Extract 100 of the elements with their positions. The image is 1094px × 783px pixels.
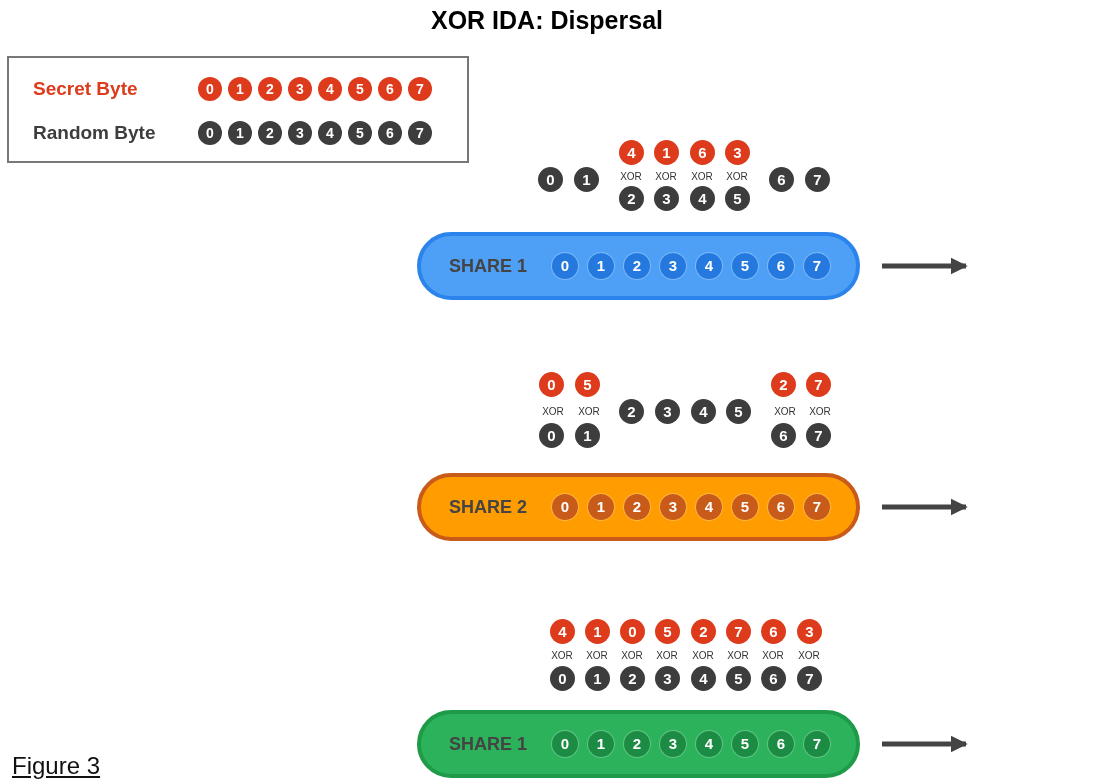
byte-circle: 7 <box>804 731 830 757</box>
operator-label: XOR <box>542 405 564 417</box>
byte-circle: 1 <box>575 423 600 448</box>
byte-circle: 7 <box>804 494 830 520</box>
operator-label: XOR <box>691 170 713 182</box>
operator-label: XOR <box>726 170 748 182</box>
byte-circle: 5 <box>726 399 751 424</box>
diagram-title: XOR IDA: Dispersal <box>430 6 664 35</box>
byte-circle: 6 <box>690 140 715 165</box>
legend-byte-circle: 0 <box>198 77 222 101</box>
operator-label: XOR <box>774 405 796 417</box>
byte-circle: 1 <box>574 167 599 192</box>
legend-byte-circle: 4 <box>318 121 342 145</box>
byte-circle: 7 <box>797 666 822 691</box>
byte-circle: 6 <box>771 423 796 448</box>
byte-circle: 2 <box>620 666 645 691</box>
byte-circle: 3 <box>797 619 822 644</box>
operator-label: XOR <box>656 649 678 661</box>
legend-byte-circle: 2 <box>258 77 282 101</box>
byte-circle: 0 <box>539 372 564 397</box>
legend-byte-circle: 6 <box>378 121 402 145</box>
byte-circle: 7 <box>806 423 831 448</box>
byte-circle: 4 <box>696 731 722 757</box>
legend-byte-circle: 4 <box>318 77 342 101</box>
operator-label: XOR <box>692 649 714 661</box>
byte-circle: 0 <box>552 731 578 757</box>
byte-circle: 1 <box>654 140 679 165</box>
byte-circle: 0 <box>539 423 564 448</box>
byte-circle: 6 <box>769 167 794 192</box>
byte-circle: 6 <box>761 619 786 644</box>
byte-circle: 2 <box>619 186 644 211</box>
byte-circle: 5 <box>725 186 750 211</box>
arrow <box>882 735 968 753</box>
byte-circle: 6 <box>761 666 786 691</box>
operator-label: XOR <box>798 649 820 661</box>
byte-circle: 3 <box>660 494 686 520</box>
legend-byte-circle: 7 <box>408 121 432 145</box>
byte-circle: 1 <box>588 494 614 520</box>
legend-byte-circle: 3 <box>288 77 312 101</box>
byte-circle: 4 <box>550 619 575 644</box>
figure-caption: Figure 3 <box>12 752 101 780</box>
arrow <box>882 498 968 516</box>
operator-label: XOR <box>762 649 784 661</box>
arrow <box>882 257 968 275</box>
byte-circle: 1 <box>588 731 614 757</box>
byte-circle: 3 <box>660 253 686 279</box>
byte-circle: 2 <box>771 372 796 397</box>
byte-circle: 6 <box>768 731 794 757</box>
byte-circle: 4 <box>696 253 722 279</box>
byte-circle: 5 <box>575 372 600 397</box>
byte-circle: 5 <box>732 494 758 520</box>
byte-circle: 6 <box>768 494 794 520</box>
byte-circle: 2 <box>624 494 650 520</box>
byte-circle: 1 <box>585 619 610 644</box>
legend-text: Random Byte <box>33 122 156 144</box>
operator-label: XOR <box>620 170 642 182</box>
operator-label: XOR <box>809 405 831 417</box>
byte-circle: 0 <box>538 167 563 192</box>
byte-circle: 5 <box>655 619 680 644</box>
legend-byte-circle: 1 <box>228 121 252 145</box>
byte-circle: 5 <box>726 666 751 691</box>
byte-circle: 2 <box>691 619 716 644</box>
byte-circle: 3 <box>655 666 680 691</box>
byte-circle: 0 <box>620 619 645 644</box>
byte-circle: 1 <box>588 253 614 279</box>
operator-label: XOR <box>655 170 677 182</box>
operator-label: XOR <box>727 649 749 661</box>
byte-circle: 5 <box>732 731 758 757</box>
legend-byte-circle: 5 <box>348 121 372 145</box>
byte-circle: 4 <box>696 494 722 520</box>
byte-circle: 4 <box>619 140 644 165</box>
byte-circle: 7 <box>804 253 830 279</box>
byte-circle: 5 <box>732 253 758 279</box>
byte-circle: 2 <box>624 253 650 279</box>
share-label: SHARE 1 <box>449 256 528 277</box>
byte-circle: 0 <box>550 666 575 691</box>
operator-label: XOR <box>621 649 643 661</box>
share-label: SHARE 1 <box>449 734 528 755</box>
legend-byte-circle: 2 <box>258 121 282 145</box>
byte-circle: 4 <box>691 399 716 424</box>
byte-circle: 3 <box>654 186 679 211</box>
byte-circle: 2 <box>619 399 644 424</box>
byte-circle: 0 <box>552 253 578 279</box>
operator-label: XOR <box>578 405 600 417</box>
operator-label: XOR <box>586 649 608 661</box>
legend-text: Secret Byte <box>33 78 138 100</box>
byte-circle: 7 <box>806 372 831 397</box>
share-label: SHARE 2 <box>449 497 528 518</box>
byte-circle: 1 <box>585 666 610 691</box>
byte-circle: 4 <box>690 186 715 211</box>
byte-circle: 4 <box>691 666 716 691</box>
byte-circle: 0 <box>552 494 578 520</box>
legend-byte-circle: 5 <box>348 77 372 101</box>
byte-circle: 6 <box>768 253 794 279</box>
legend-byte-circle: 0 <box>198 121 222 145</box>
legend-byte-circle: 7 <box>408 77 432 101</box>
byte-circle: 3 <box>725 140 750 165</box>
byte-circle: 7 <box>805 167 830 192</box>
byte-circle: 3 <box>660 731 686 757</box>
byte-circle: 7 <box>726 619 751 644</box>
